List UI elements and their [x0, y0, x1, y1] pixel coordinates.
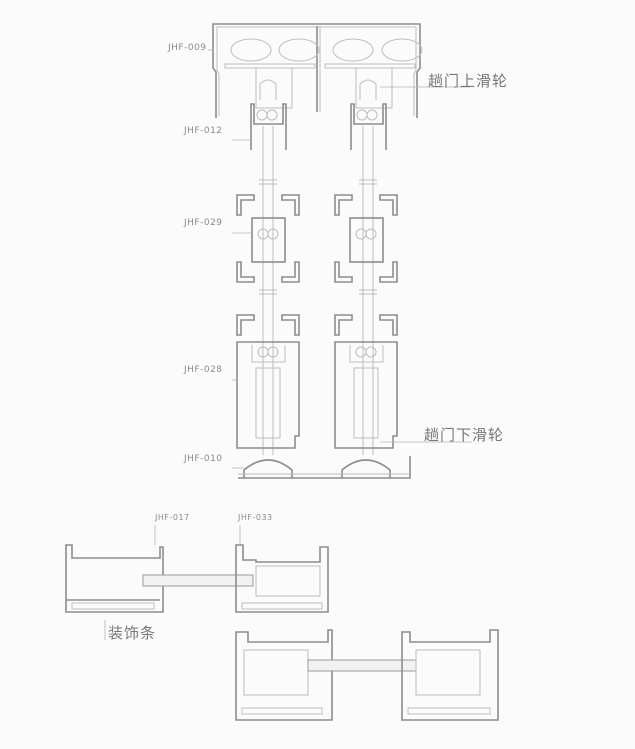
plan-section-upper	[65, 544, 329, 613]
label-jhf-033: JHF-033	[238, 513, 273, 522]
top-clips-jhf-012	[250, 103, 387, 150]
label-upper-roller: 趟门上滑轮	[428, 72, 509, 90]
label-jhf-010: JHF-010	[184, 454, 223, 464]
label-trim-strip: 装饰条	[108, 624, 157, 642]
upper-rollers	[224, 38, 423, 109]
bottom-rails-jhf-028	[236, 314, 398, 449]
label-jhf-028: JHF-028	[184, 365, 223, 375]
door-stiles	[259, 126, 377, 455]
label-lower-roller: 趟门下滑轮	[424, 426, 505, 444]
mid-rails-jhf-029	[236, 194, 398, 283]
label-jhf-017: JHF-017	[155, 513, 190, 522]
top-track-jhf-009	[212, 23, 421, 118]
plan-section-lower	[235, 629, 499, 721]
label-jhf-009: JHF-009	[168, 43, 207, 53]
bottom-track-jhf-010	[238, 456, 411, 479]
leader-lines	[104, 49, 472, 640]
label-jhf-012: JHF-012	[184, 126, 223, 136]
label-jhf-029: JHF-029	[184, 218, 223, 228]
